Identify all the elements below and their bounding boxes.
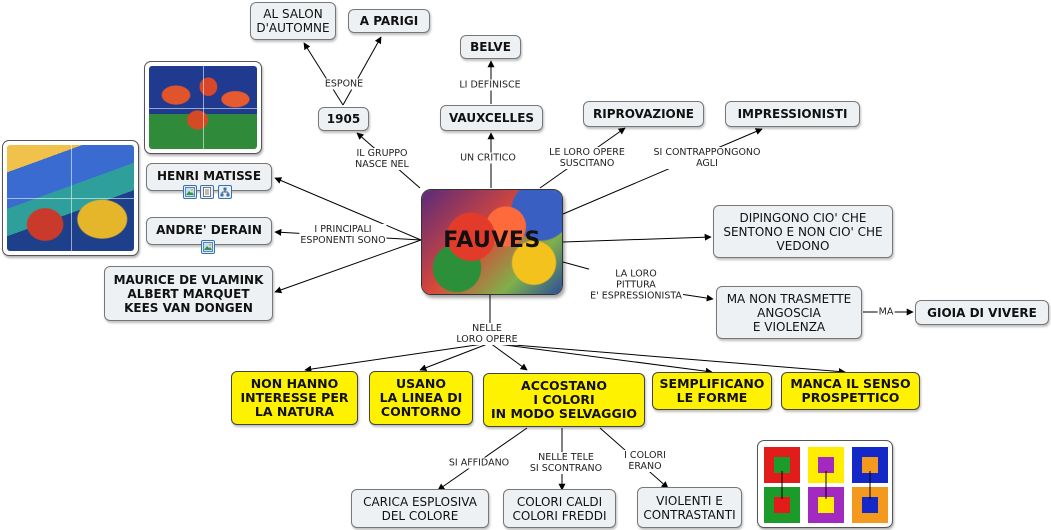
node-senso-prospettico[interactable]: MANCA IL SENSO PROSPETTICO <box>781 372 920 410</box>
node-non-interesse-natura[interactable]: NON HANNO INTERESSE PER LA NATURA <box>231 371 358 425</box>
central-concept-title: FAUVES <box>443 228 541 253</box>
node-carica-esplosiva[interactable]: CARICA ESPLOSIVA DEL COLORE <box>351 489 489 528</box>
node-impressionisti[interactable]: IMPRESSIONISTI <box>725 101 860 127</box>
node-non-trasmette-angoscia[interactable]: MA NON TRASMETTE ANGOSCIA E VIOLENZA <box>716 286 862 339</box>
edge-label-contrappongono: SI CONTRAPPONGONO AGLI <box>652 147 762 169</box>
edge-label-definisce: LI DEFINISCE <box>458 79 522 91</box>
edge-label-pittura: LA LORO PITTURA E' ESPRESSIONISTA <box>589 268 683 302</box>
node-belve[interactable]: BELVE <box>460 35 521 59</box>
node-a-parigi[interactable]: A PARIGI <box>348 9 430 33</box>
node-gioia-di-vivere[interactable]: GIOIA DI VIVERE <box>915 300 1049 325</box>
edge-label-tele: NELLE TELE SI SCONTRANO <box>528 452 604 474</box>
edge-label-ma: MA <box>877 306 895 318</box>
edge-label-affidano: SI AFFIDANO <box>447 457 511 469</box>
edge-label-suscitano: LE LORO OPERE SUSCITANO <box>548 147 626 169</box>
node-other-exponents[interactable]: MAURICE DE VLAMINK ALBERT MARQUET KEES V… <box>104 266 273 321</box>
edge-label-gruppo: IL GRUPPO NASCE NEL <box>354 148 410 170</box>
edge-label-opere: NELLE LORO OPERE <box>455 323 519 345</box>
node-semplificano-forme[interactable]: SEMPLIFICANO LE FORME <box>652 372 772 410</box>
node-accostano-colori[interactable]: ACCOSTANO I COLORI IN MODO SELVAGGIO <box>483 373 645 427</box>
node-colori-caldi-freddi[interactable]: COLORI CALDI COLORI FREDDI <box>503 489 616 528</box>
edge-label-principali: I PRINCIPALI ESPONENTI SONO <box>299 224 387 246</box>
image-icon[interactable] <box>201 240 215 254</box>
color-squares-illustration[interactable] <box>757 440 893 528</box>
image-icon[interactable] <box>183 185 197 199</box>
node-dipingono[interactable]: DIPINGONO CIO' CHE SENTONO E NON CIO' CH… <box>713 205 893 258</box>
document-icon[interactable] <box>200 185 214 199</box>
edge-label-critico: UN CRITICO <box>459 152 517 164</box>
node-vauxcelles[interactable]: VAUXCELLES <box>440 105 543 131</box>
edge-label-espone: ESPONE <box>323 78 365 90</box>
central-concept-fauves[interactable]: FAUVES <box>421 189 563 295</box>
edge-label-erano: I COLORI ERANO <box>623 450 667 472</box>
node-salon-dautomne[interactable]: AL SALON D'AUTOMNE <box>250 2 336 40</box>
fauves-painting-thumbnail <box>422 190 562 294</box>
charing-cross-bridge-painting[interactable] <box>2 140 139 256</box>
node-linea-contorno[interactable]: USANO LA LINEA DI CONTORNO <box>369 371 473 425</box>
node-1905[interactable]: 1905 <box>318 107 369 131</box>
la-danza-painting[interactable] <box>144 61 262 154</box>
node-riprovazione[interactable]: RIPROVAZIONE <box>583 101 704 127</box>
node-violenti-contrastanti[interactable]: VIOLENTI E CONTRASTANTI <box>637 487 742 528</box>
hierarchy-icon[interactable] <box>218 185 232 199</box>
